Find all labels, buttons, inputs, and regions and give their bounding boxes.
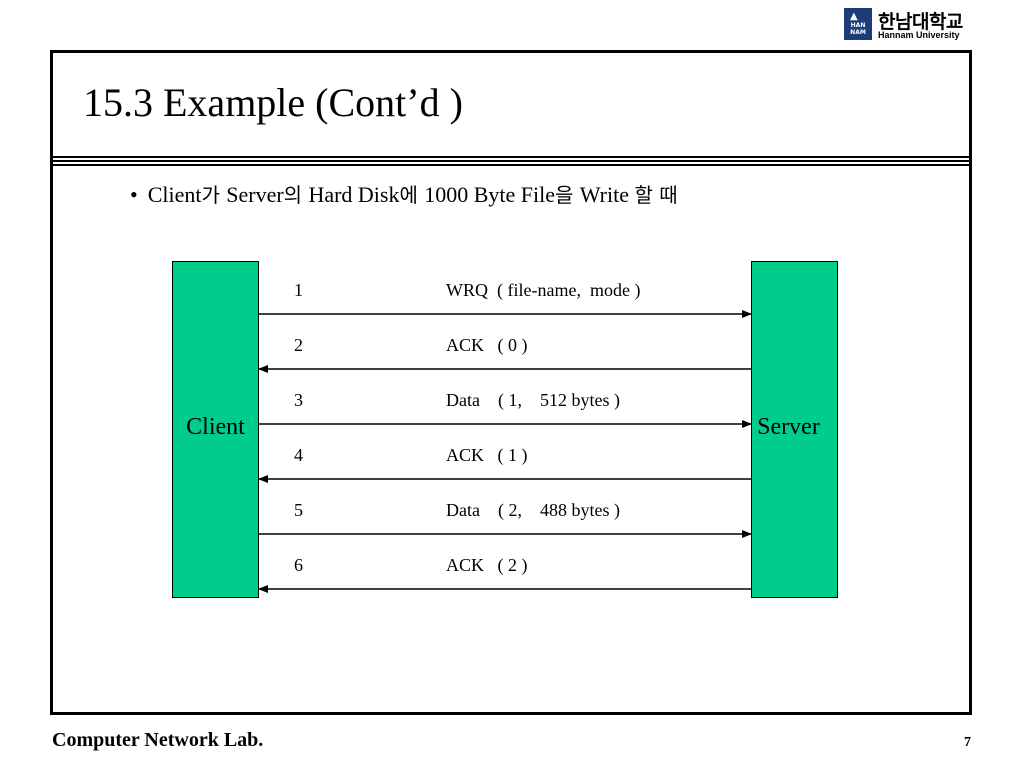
- university-logo: ▲ HAN NAM 한남대학교 Hannam University: [844, 8, 980, 42]
- message-number: 3: [294, 390, 303, 410]
- message-label: Data ( 1, 512 bytes ): [446, 390, 620, 410]
- bullet-fragment: Write: [579, 182, 635, 207]
- bullet-fragment: 가: [201, 183, 227, 207]
- bullet-fragment: 1000 Byte File: [424, 182, 556, 207]
- message-number: 1: [294, 280, 303, 300]
- logo-emblem-icon: ▲ HAN NAM: [844, 8, 872, 40]
- message-number: 2: [294, 335, 303, 355]
- message-label: ACK ( 1 ): [446, 445, 528, 465]
- message-number: 5: [294, 500, 303, 520]
- server-label: Server: [757, 414, 820, 440]
- bullet-text: Client가 Server의 Hard Disk에 1000 Byte Fil…: [148, 182, 678, 207]
- title-rule: [53, 156, 969, 158]
- bullet-symbol: •: [130, 182, 138, 207]
- footer-lab-name: Computer Network Lab.: [52, 729, 264, 751]
- message-number: 4: [294, 445, 303, 465]
- page-number: 7: [964, 735, 971, 750]
- logo-name-english: Hannam University: [878, 30, 960, 40]
- message-label: ACK ( 2 ): [446, 555, 528, 575]
- title-rule: [53, 160, 969, 162]
- message-label: WRQ ( file-name, mode ): [446, 280, 641, 300]
- bullet-fragment: 할 때: [634, 183, 678, 207]
- server-node: Server: [751, 261, 838, 598]
- message-number: 6: [294, 555, 303, 575]
- bullet-point: • Client가 Server의 Hard Disk에 1000 Byte Fi…: [130, 179, 678, 208]
- logo-mark-text: HAN NAM: [850, 22, 866, 36]
- client-label: Client: [186, 414, 245, 440]
- title-rule: [53, 164, 969, 166]
- message-label: Data ( 2, 488 bytes ): [446, 500, 620, 520]
- client-node: Client: [172, 261, 259, 598]
- slide-title: 15.3 Example (Cont’d ): [83, 80, 463, 125]
- message-arrows: [258, 310, 752, 593]
- bullet-fragment: 에: [399, 183, 425, 207]
- logo-name-korean: 한남대학교: [878, 11, 963, 33]
- bullet-fragment: 의: [283, 183, 309, 207]
- bullet-fragment: Server: [226, 182, 284, 207]
- bullet-fragment: Client: [147, 182, 202, 207]
- slide-frame: 15.3 Example (Cont’d ) • Client가 Server의 …: [50, 50, 972, 715]
- bullet-fragment: Hard Disk: [308, 182, 400, 207]
- bullet-fragment: 을: [555, 183, 580, 207]
- message-label: ACK ( 0 ): [446, 335, 528, 355]
